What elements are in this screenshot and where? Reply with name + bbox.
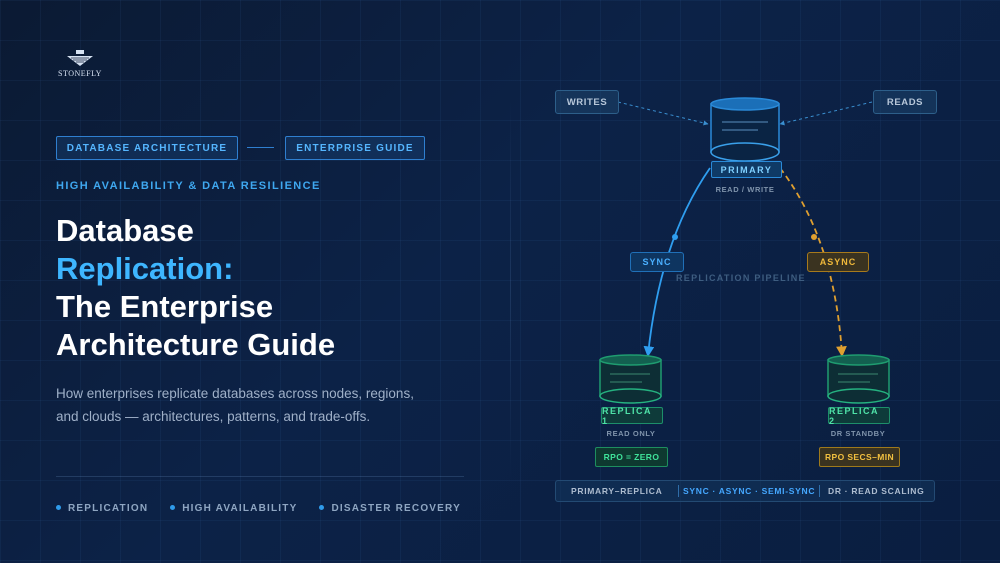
replica-1-database-icon <box>599 354 662 404</box>
sync-flow-dot <box>672 234 678 240</box>
sync-replication-arrow <box>643 167 711 358</box>
primary-database-icon <box>710 97 780 162</box>
horizontal-divider <box>56 476 464 477</box>
replica-1-role: READ ONLY <box>606 429 656 438</box>
summary-topology: PRIMARY–REPLICA <box>571 486 663 496</box>
reads-arrow <box>779 101 873 126</box>
description: How enterprises replicate databases acro… <box>56 386 414 424</box>
topic-replication: REPLICATION <box>56 503 148 514</box>
replica-1-rpo-badge: RPO = ZERO <box>595 447 668 467</box>
brand-name: STONEFLY <box>58 69 102 78</box>
eyebrow-text: HIGH AVAILABILITY & DATA RESILIENCE <box>56 180 321 192</box>
pipeline-label: REPLICATION PIPELINE <box>676 273 806 283</box>
bullet-dot-icon <box>319 504 325 510</box>
footer-topics: REPLICATION HIGH AVAILABILITY DISASTER R… <box>56 503 461 514</box>
title-line-4: Architecture Guide <box>56 327 336 362</box>
bullet-dot-icon <box>170 504 176 510</box>
title-line-1: Database <box>56 213 194 248</box>
replica-2-database-icon <box>827 354 890 404</box>
reads-input-label: READS <box>873 90 937 114</box>
summary-modes: SYNC · ASYNC · SEMI-SYNC <box>678 485 821 497</box>
async-replication-arrow <box>779 167 847 358</box>
diagram-summary-bar: PRIMARY–REPLICA SYNC · ASYNC · SEMI-SYNC… <box>555 480 935 502</box>
replica-1-label: REPLICA 1 <box>601 406 663 426</box>
topic-high-availability: HIGH AVAILABILITY <box>170 503 297 514</box>
bullet-dot-icon <box>56 504 61 510</box>
sync-mode-badge: SYNC <box>630 252 684 272</box>
vertical-divider <box>510 100 511 480</box>
tag-separator <box>247 147 274 148</box>
writes-arrow <box>617 101 709 126</box>
primary-node-role: READ / WRITE <box>715 185 775 194</box>
brand-logo: STONEFLY <box>55 50 105 78</box>
primary-node-label: PRIMARY <box>711 161 782 178</box>
title-line-3: The Enterprise <box>56 289 274 324</box>
topic-disaster-recovery: DISASTER RECOVERY <box>319 503 461 514</box>
tag-database-architecture: DATABASE ARCHITECTURE <box>56 136 238 160</box>
replica-2-rpo-badge: RPO SECS–MIN <box>819 447 900 467</box>
page-title: Database Replication: The Enterprise Arc… <box>56 212 335 364</box>
title-line-2: Replication: <box>56 251 234 286</box>
stonefly-logo-icon <box>67 50 93 66</box>
async-flow-dot <box>811 234 817 240</box>
replica-2-role: DR STANDBY <box>830 429 886 438</box>
tag-enterprise-guide: ENTERPRISE GUIDE <box>285 136 425 160</box>
replica-2-label: REPLICA 2 <box>828 406 890 426</box>
writes-input-label: WRITES <box>555 90 619 114</box>
async-mode-badge: ASYNC <box>807 252 869 272</box>
summary-use-cases: DR · READ SCALING <box>828 486 925 496</box>
